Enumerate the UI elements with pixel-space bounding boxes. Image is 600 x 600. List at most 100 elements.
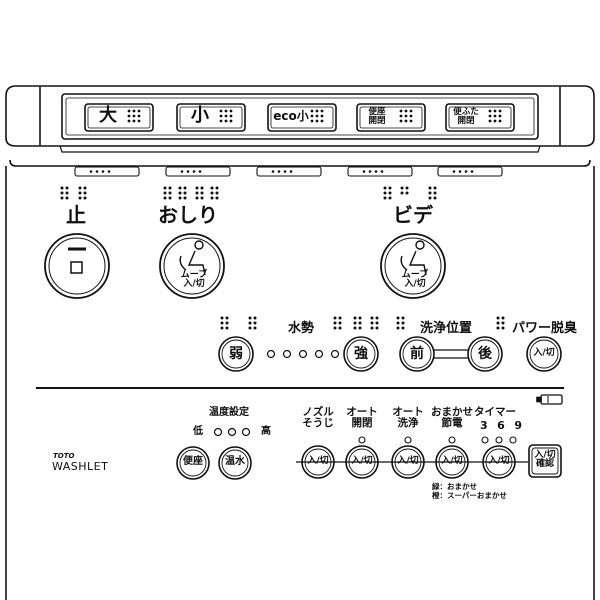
power-deodorize-button[interactable]	[526, 336, 562, 372]
top-slot-row	[74, 166, 503, 177]
braille-dot	[338, 316, 342, 320]
auto-open-label: オート 開閉	[346, 406, 378, 430]
braille-dot	[83, 186, 87, 190]
back-button[interactable]	[467, 336, 503, 372]
braille-dot	[433, 191, 437, 195]
braille-dot	[488, 114, 492, 118]
braille-dot	[178, 186, 182, 190]
braille-dot	[127, 119, 131, 123]
braille-dot	[65, 186, 69, 190]
power-deodorize-label: パワー脱臭	[512, 321, 578, 336]
status-led	[495, 436, 503, 444]
oshiri-label: おしり	[158, 203, 218, 227]
braille-dot	[180, 170, 184, 173]
weak-button[interactable]	[218, 336, 254, 372]
braille-dot	[388, 191, 392, 195]
stop-square-icon	[70, 261, 83, 274]
braille-dot	[383, 191, 387, 195]
braille-dot	[163, 186, 167, 190]
status-led	[404, 436, 412, 444]
braille-dot	[470, 170, 474, 173]
braille-dot	[370, 326, 374, 330]
braille-dot	[229, 109, 233, 113]
braille-dot	[183, 196, 187, 200]
oshiri-button[interactable]	[159, 233, 225, 299]
braille-dot	[383, 186, 387, 190]
flush-small-button-label: 小	[191, 105, 209, 126]
braille-dot	[200, 186, 204, 190]
lid-open-close-button[interactable]	[445, 103, 515, 132]
braille-dot	[409, 114, 413, 118]
braille-dot	[310, 119, 314, 123]
slot-tab	[347, 166, 413, 177]
flush-small-button[interactable]	[176, 103, 246, 132]
braille-dot	[248, 321, 252, 325]
braille-dot	[210, 196, 214, 200]
slot-tab	[165, 166, 231, 177]
braille-dot	[409, 109, 413, 113]
braille-dot	[220, 316, 224, 320]
braille-dot	[374, 170, 378, 173]
braille-dot	[428, 186, 432, 190]
braille-dot	[401, 321, 405, 325]
braille-dot	[501, 316, 505, 320]
braille-dot	[178, 191, 182, 195]
pressure-level-led	[298, 349, 308, 359]
braille-dot	[496, 326, 500, 330]
front-button[interactable]	[399, 336, 435, 372]
bidet-sub-label: ムーブ 入/切	[401, 270, 429, 290]
braille-dot	[271, 170, 275, 173]
braille-dot	[89, 170, 93, 173]
slot-tab	[256, 166, 322, 177]
braille-dot	[370, 321, 374, 325]
braille-dot	[289, 170, 293, 173]
braille-dot	[404, 109, 408, 113]
flush-large-button[interactable]	[84, 103, 154, 132]
seat-open-close-button[interactable]	[356, 103, 426, 132]
seat-temp-button[interactable]	[176, 446, 210, 480]
stop-button[interactable]	[44, 233, 110, 299]
braille-dot	[195, 196, 199, 200]
pressure-level-led	[314, 349, 324, 359]
legend-green: 緑：おまかせ	[432, 482, 477, 491]
legend-orange: 橙：スーパーおまかせ	[432, 491, 507, 501]
braille-dot	[315, 119, 319, 123]
braille-dot	[137, 119, 141, 123]
braille-dot	[219, 109, 223, 113]
braille-dot	[195, 191, 199, 195]
braille-dot	[224, 109, 228, 113]
water-temp-button[interactable]	[218, 446, 252, 480]
front-label: 前	[410, 346, 424, 362]
braille-dot	[132, 109, 136, 113]
braille-dot	[333, 326, 337, 330]
braille-dot	[195, 186, 199, 190]
braille-dot	[353, 321, 357, 325]
bidet-button[interactable]	[380, 233, 446, 299]
braille-dot	[493, 109, 497, 113]
nozzle-clean-button-label: 入/切	[307, 456, 329, 466]
braille-dot	[65, 191, 69, 195]
braille-dot	[375, 316, 379, 320]
temp-high-label: 高	[261, 426, 271, 437]
braille-dot	[65, 196, 69, 200]
braille-dot	[220, 321, 224, 325]
braille-dot	[78, 196, 82, 200]
top-panel	[5, 85, 595, 153]
braille-dot	[200, 196, 204, 200]
braille-dot	[404, 119, 408, 123]
flush-eco-small-button[interactable]	[267, 103, 337, 132]
braille-dot	[320, 119, 324, 123]
braille-dot	[200, 191, 204, 195]
braille-dot	[388, 196, 392, 200]
braille-dot	[488, 109, 492, 113]
braille-dot	[433, 186, 437, 190]
braille-dot	[215, 186, 219, 190]
braille-dot	[375, 321, 379, 325]
braille-dot	[409, 119, 413, 123]
confirm-button[interactable]	[528, 444, 562, 478]
strong-button[interactable]	[343, 336, 379, 372]
status-led	[448, 436, 456, 444]
braille-dot	[163, 196, 167, 200]
braille-dot	[380, 170, 384, 173]
braille-dot	[400, 186, 404, 190]
